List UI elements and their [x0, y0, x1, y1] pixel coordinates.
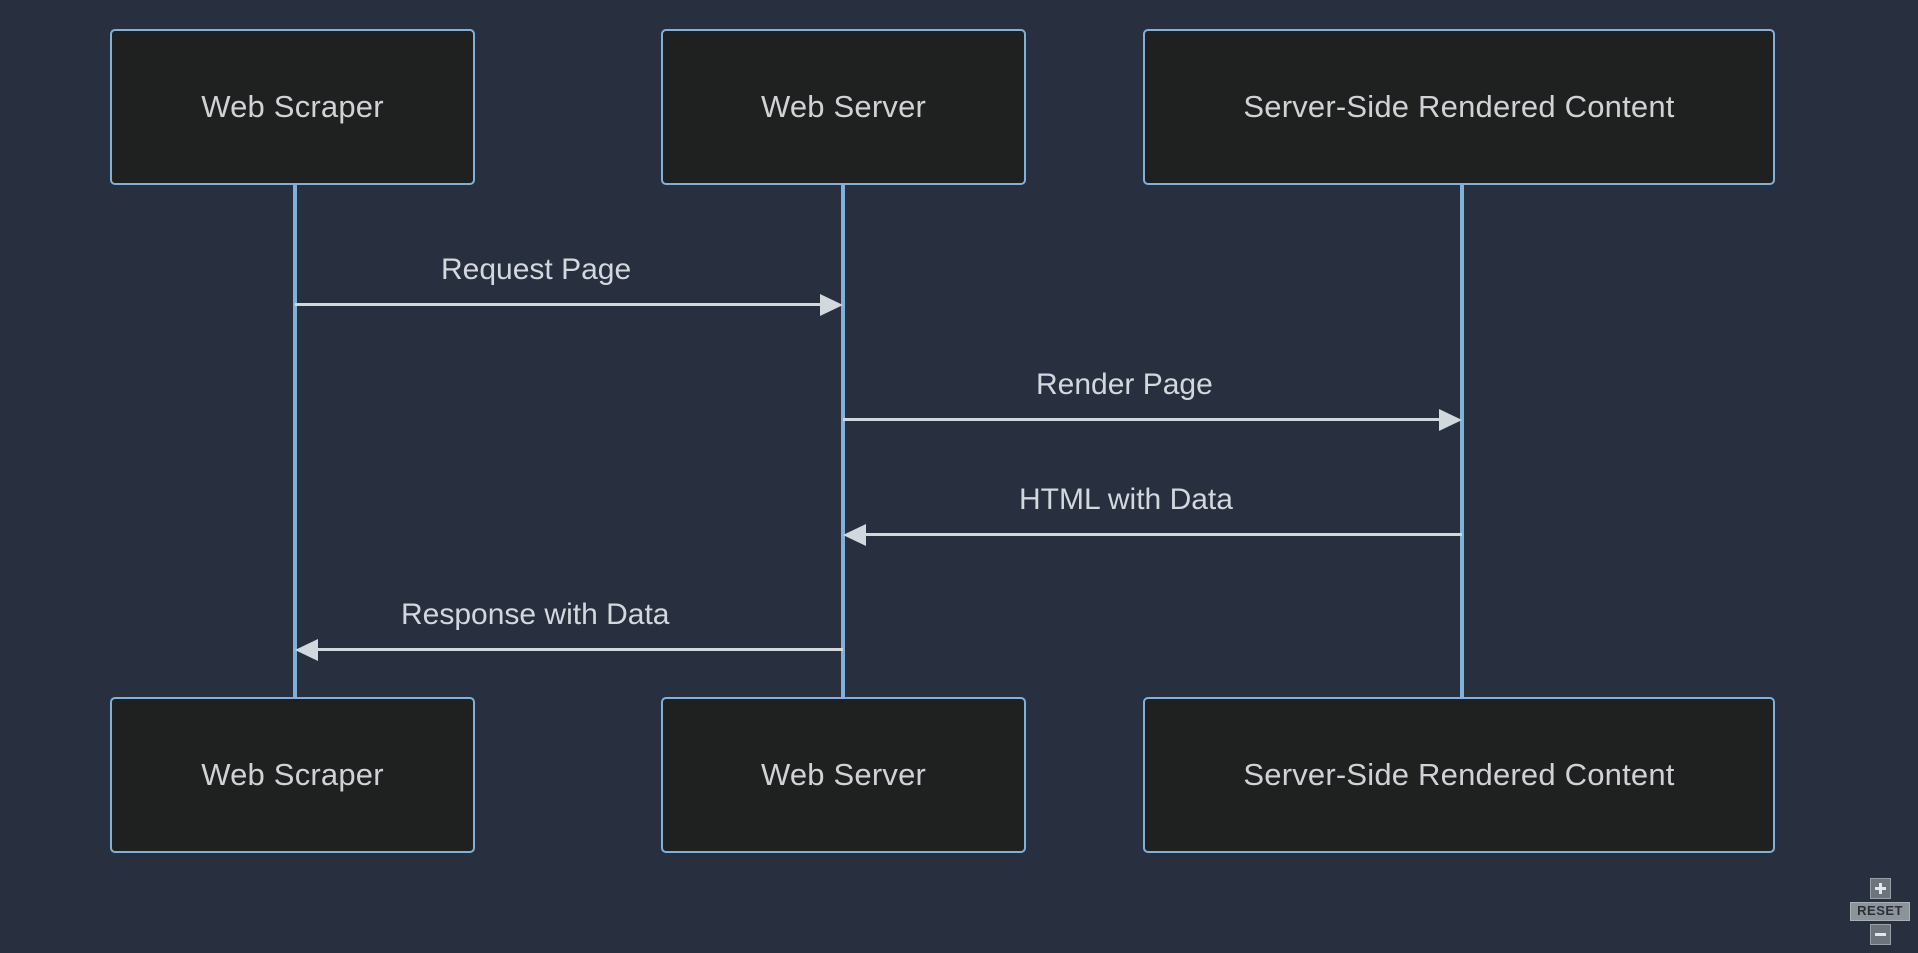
arrowhead-icon — [843, 524, 866, 546]
message-line — [865, 533, 1462, 536]
lifeline-web-scraper — [293, 185, 297, 697]
message-label: Response with Data — [401, 598, 670, 631]
zoom-out-button[interactable] — [1869, 924, 1891, 945]
participant-box-bottom-server-side-rendered-content[interactable]: Server-Side Rendered Content — [1143, 697, 1775, 853]
arrowhead-icon — [1439, 409, 1462, 431]
participant-label: Server-Side Rendered Content — [1243, 89, 1675, 124]
reset-button[interactable]: RESET — [1850, 902, 1910, 921]
minus-icon-bar — [1874, 933, 1886, 936]
participant-box-top-web-server[interactable]: Web Server — [661, 29, 1026, 185]
arrowhead-icon — [820, 294, 843, 316]
participant-label: Web Server — [760, 757, 927, 792]
plus-icon-vertical-bar — [1878, 883, 1882, 894]
lifeline-web-server — [841, 185, 845, 697]
participant-label: Web Server — [760, 89, 927, 124]
participant-box-bottom-web-scraper[interactable]: Web Scraper — [110, 697, 475, 853]
participant-box-top-web-scraper[interactable]: Web Scraper — [110, 29, 475, 185]
participant-label: Web Scraper — [201, 757, 384, 792]
arrowhead-icon — [295, 639, 318, 661]
message-line — [843, 418, 1440, 421]
message-line — [295, 303, 821, 306]
participant-label: Server-Side Rendered Content — [1243, 757, 1675, 792]
message-label: Request Page — [441, 253, 632, 286]
message-line — [317, 648, 843, 651]
participant-box-top-server-side-rendered-content[interactable]: Server-Side Rendered Content — [1143, 29, 1775, 185]
lifeline-server-side-rendered-content — [1460, 185, 1464, 697]
zoom-in-button[interactable] — [1869, 878, 1891, 899]
participant-label: Web Scraper — [201, 89, 384, 124]
message-label: HTML with Data — [1019, 483, 1233, 516]
message-label: Render Page — [1036, 368, 1213, 401]
zoom-controls: RESET — [1850, 878, 1910, 945]
participant-box-bottom-web-server[interactable]: Web Server — [661, 697, 1026, 853]
